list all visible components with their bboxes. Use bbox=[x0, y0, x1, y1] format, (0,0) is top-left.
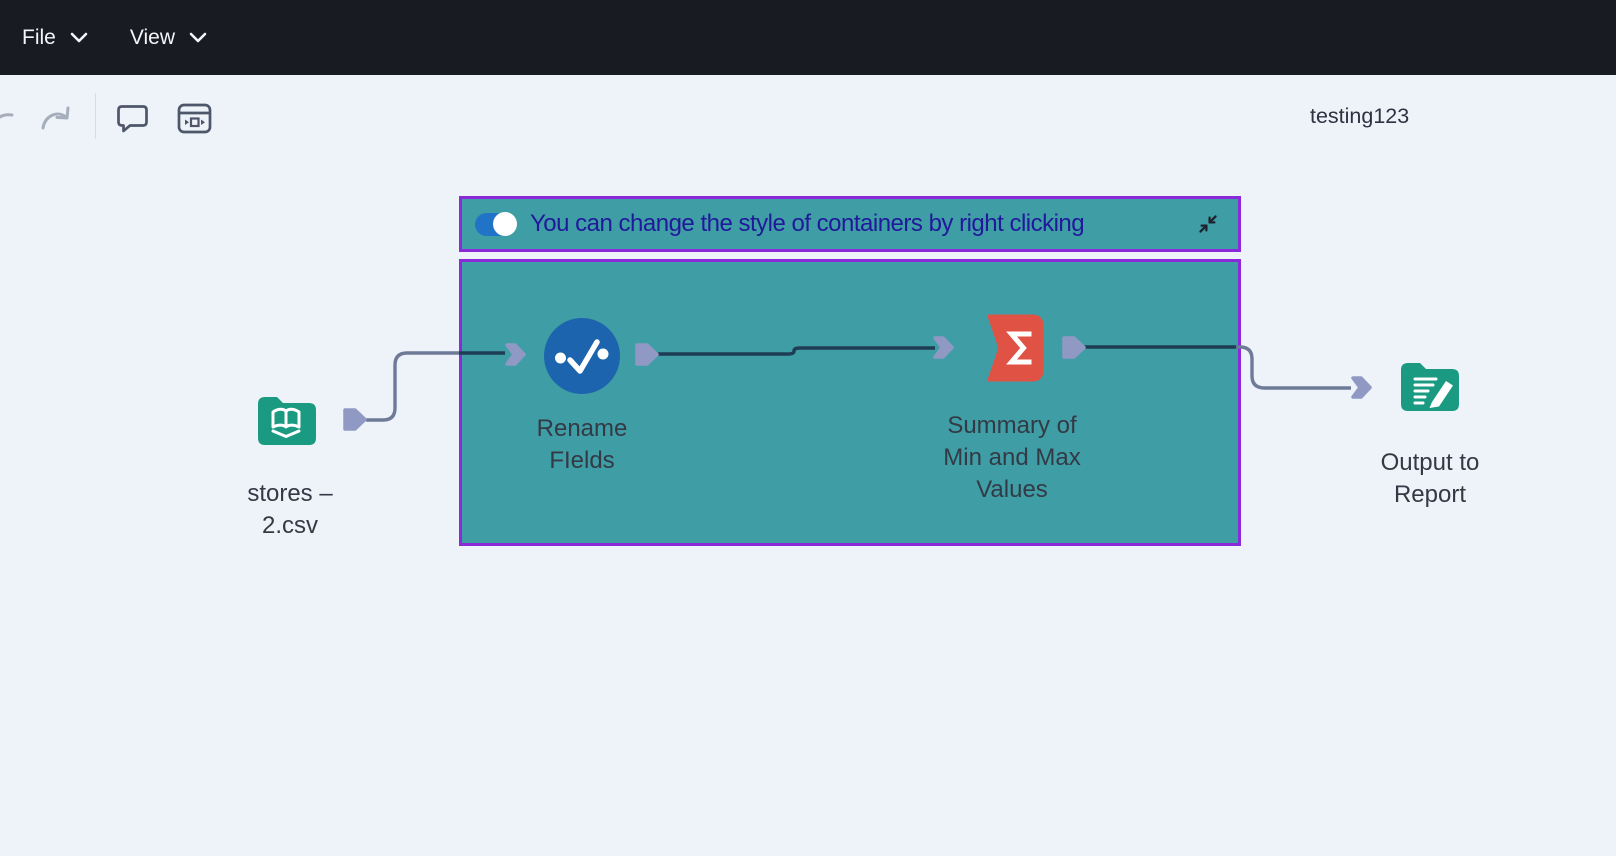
undo-icon bbox=[0, 113, 14, 119]
node-label-output-report: Output to Report bbox=[1380, 449, 1480, 508]
node-label-input-file: stores – 2.csv bbox=[247, 480, 333, 539]
undo-button[interactable] bbox=[0, 103, 18, 142]
node-rename-fields[interactable] bbox=[540, 314, 624, 398]
node-output-report[interactable] bbox=[1395, 352, 1465, 422]
connections-layer bbox=[343, 336, 1372, 431]
node-summarize[interactable] bbox=[976, 313, 1046, 383]
menu-file-label: File bbox=[22, 25, 56, 49]
menu-file[interactable]: File bbox=[22, 26, 88, 50]
node-label-rename-fields: Rename FIelds bbox=[536, 415, 628, 474]
sigma-banner-icon bbox=[987, 314, 1044, 382]
report-pencil-folder-icon bbox=[1401, 363, 1459, 411]
input-anchor-report[interactable] bbox=[1351, 376, 1372, 399]
chevron-down-icon bbox=[70, 32, 88, 43]
collapse-container-button[interactable] bbox=[1198, 214, 1218, 234]
output-anchor-rename[interactable] bbox=[635, 343, 659, 366]
redo-button[interactable] bbox=[36, 101, 74, 142]
tool-container-icon bbox=[177, 103, 212, 134]
toolbar-separator bbox=[95, 93, 96, 139]
menu-view[interactable]: View bbox=[130, 26, 207, 50]
tool-container-button[interactable] bbox=[176, 101, 214, 140]
tool-container-body[interactable] bbox=[459, 259, 1241, 546]
output-anchor-summarize[interactable] bbox=[1062, 336, 1086, 359]
container-enabled-toggle[interactable] bbox=[475, 212, 517, 236]
workflow-canvas[interactable]: testing123 You can change the style of c… bbox=[0, 75, 1616, 856]
wire-rename-to-summarize[interactable] bbox=[658, 346, 935, 356]
comment-icon bbox=[117, 105, 148, 133]
collapse-arrows-icon bbox=[1199, 215, 1217, 233]
check-circle-icon bbox=[544, 318, 620, 394]
chevron-down-icon bbox=[189, 32, 207, 43]
node-input-file[interactable] bbox=[252, 386, 322, 456]
wire-summarize-to-report[interactable] bbox=[1236, 345, 1351, 390]
output-anchor-input-file[interactable] bbox=[343, 408, 367, 431]
menu-bar: File View bbox=[0, 0, 1616, 75]
toggle-knob bbox=[493, 212, 517, 236]
redo-icon bbox=[41, 106, 70, 130]
wire-input-to-rename[interactable] bbox=[366, 351, 461, 422]
workflow-name: testing123 bbox=[1310, 104, 1410, 128]
container-title: You can change the style of containers b… bbox=[530, 210, 1085, 237]
node-label-summarize: Summary of Min and Max Values bbox=[943, 412, 1081, 503]
comment-button[interactable] bbox=[116, 102, 150, 139]
menu-view-label: View bbox=[129, 25, 175, 49]
tool-container-header[interactable]: You can change the style of containers b… bbox=[459, 196, 1241, 252]
input-file-icon bbox=[258, 397, 316, 445]
input-anchor-rename[interactable] bbox=[505, 343, 526, 366]
input-anchor-summarize[interactable] bbox=[933, 336, 954, 359]
